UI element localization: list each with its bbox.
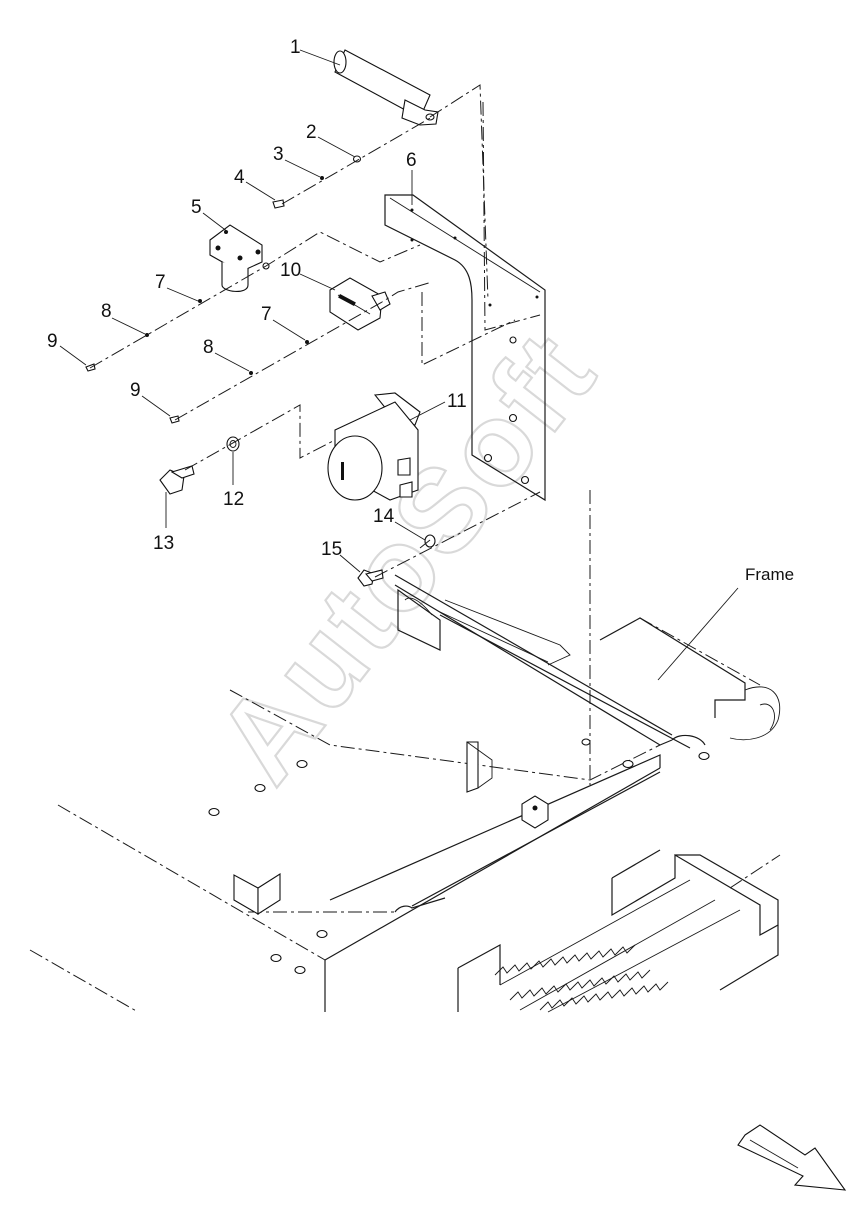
callout-8: 8 <box>101 301 112 322</box>
callout-1: 1 <box>290 37 301 58</box>
callout-12: 12 <box>223 489 244 510</box>
callout-2: 2 <box>306 122 317 143</box>
callout-7: 7 <box>155 272 166 293</box>
part-10-block <box>329 277 391 331</box>
frame-label: Frame <box>745 565 794 584</box>
callout-7b: 7 <box>261 304 272 325</box>
callout-leaders <box>59 49 739 681</box>
callout-numbers: 1 2 3 4 5 6 7 8 9 10 7 8 9 11 12 13 14 1… <box>47 37 794 584</box>
callout-10: 10 <box>280 260 301 281</box>
callout-8b: 8 <box>203 337 214 358</box>
front-direction-arrow-icon <box>737 1124 847 1191</box>
watermark-text: AutoSoft <box>191 307 621 806</box>
callout-15: 15 <box>321 539 342 560</box>
part-1-cylinder <box>333 49 439 126</box>
mounting-bracket-6 <box>384 194 546 502</box>
callout-5: 5 <box>191 197 202 218</box>
callout-6: 6 <box>406 150 417 171</box>
part-11-horn <box>327 392 421 501</box>
callout-11: 11 <box>447 391 467 412</box>
part-5-relay <box>209 224 270 292</box>
callout-9: 9 <box>47 331 58 352</box>
callout-14: 14 <box>373 506 395 527</box>
callout-9b: 9 <box>130 380 141 401</box>
leader-lines <box>89 84 591 785</box>
base-frame-drawing <box>29 574 781 1013</box>
callout-3: 3 <box>273 144 284 165</box>
callout-4: 4 <box>234 167 245 188</box>
callout-13: 13 <box>153 533 174 554</box>
